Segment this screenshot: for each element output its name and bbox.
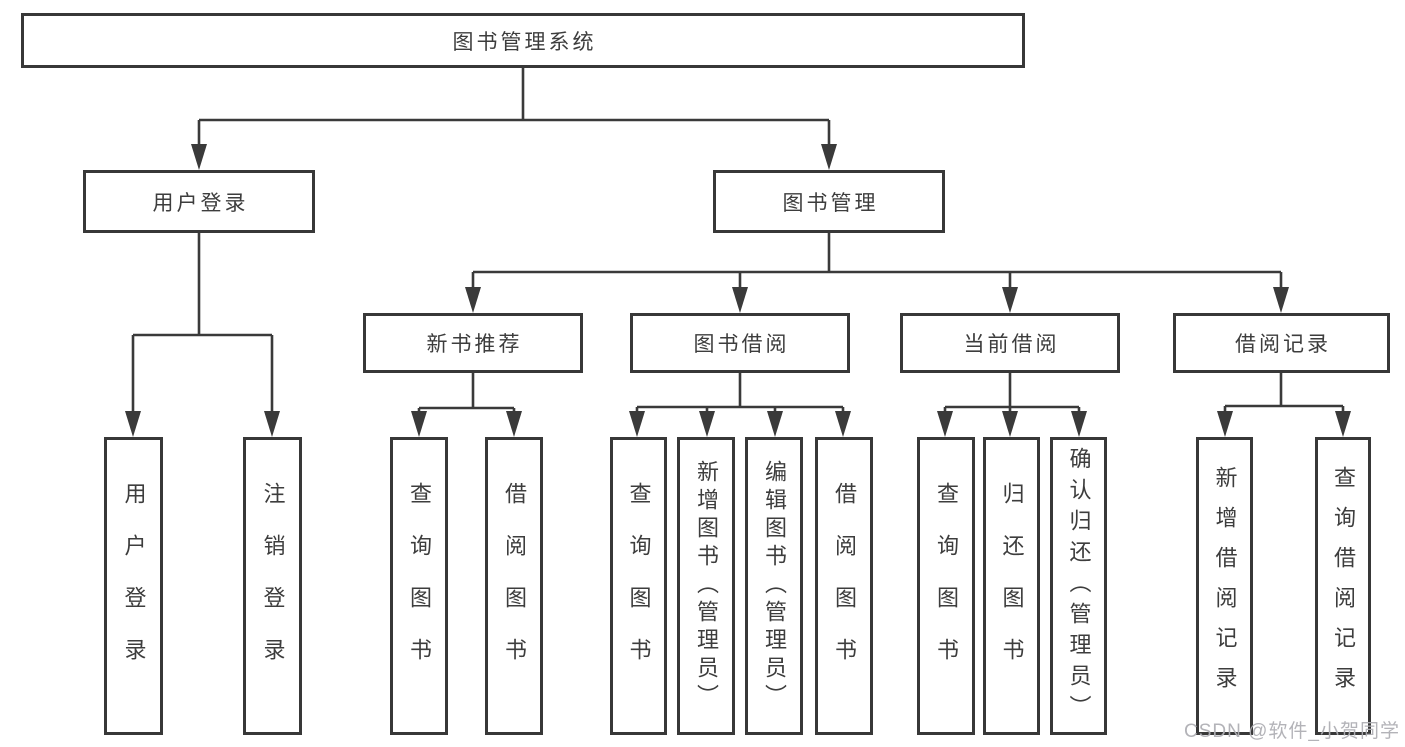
leaf-label: 新增图书（管理员） (694, 460, 719, 712)
leaf-label: 注销登录 (260, 482, 286, 690)
node-borrow-records: 借阅记录 (1173, 313, 1390, 373)
node-label: 新书推荐 (426, 333, 523, 356)
node-book-borrow: 图书借阅 (630, 313, 850, 373)
leaf-label: 查询图书 (407, 482, 432, 690)
leaf-label: 确认归还（管理员） (1066, 446, 1092, 726)
node-new-book-recommend: 新书推荐 (363, 313, 583, 373)
leaf-label: 查询借阅记录 (1331, 466, 1356, 706)
node-current-borrow: 当前借阅 (900, 313, 1120, 373)
leaf-label: 新增借阅记录 (1212, 466, 1238, 706)
node-label: 图书借阅 (693, 333, 790, 356)
leaf-query-books-current: 查询图书 (917, 437, 975, 735)
leaf-user-login: 用户登录 (104, 437, 163, 735)
leaf-edit-books-admin: 编辑图书（管理员） (745, 437, 803, 735)
node-label: 用户登录 (152, 191, 249, 215)
leaf-query-books-borrow: 查询图书 (610, 437, 667, 735)
leaf-label: 归还图书 (999, 482, 1025, 690)
watermark: CSDN @软件_小贺同学 (1184, 721, 1400, 742)
node-root-system: 图书管理系统 (21, 13, 1025, 68)
node-label: 借阅记录 (1235, 333, 1331, 356)
leaf-label: 查询图书 (626, 482, 652, 690)
leaf-return-books: 归还图书 (983, 437, 1040, 735)
node-label: 当前借阅 (963, 333, 1060, 356)
leaf-add-borrow-record: 新增借阅记录 (1196, 437, 1253, 735)
leaf-label: 借阅图书 (832, 482, 857, 690)
leaf-label: 编辑图书（管理员） (762, 460, 787, 712)
leaf-borrow-books: 借阅图书 (815, 437, 873, 735)
leaf-label: 查询图书 (934, 482, 959, 690)
node-book-management: 图书管理 (713, 170, 945, 233)
leaf-query-borrow-record: 查询借阅记录 (1315, 437, 1371, 735)
leaf-logout: 注销登录 (243, 437, 302, 735)
leaf-confirm-return-admin: 确认归还（管理员） (1050, 437, 1107, 735)
node-label: 图书管理系统 (452, 30, 597, 54)
leaf-label: 借阅图书 (502, 482, 527, 690)
node-label: 图书管理 (782, 191, 879, 215)
leaf-query-books-recommend: 查询图书 (390, 437, 448, 735)
node-user-login: 用户登录 (83, 170, 315, 233)
leaf-label: 用户登录 (121, 482, 147, 690)
leaf-borrow-books-recommend: 借阅图书 (485, 437, 543, 735)
leaf-add-books-admin: 新增图书（管理员） (677, 437, 735, 735)
